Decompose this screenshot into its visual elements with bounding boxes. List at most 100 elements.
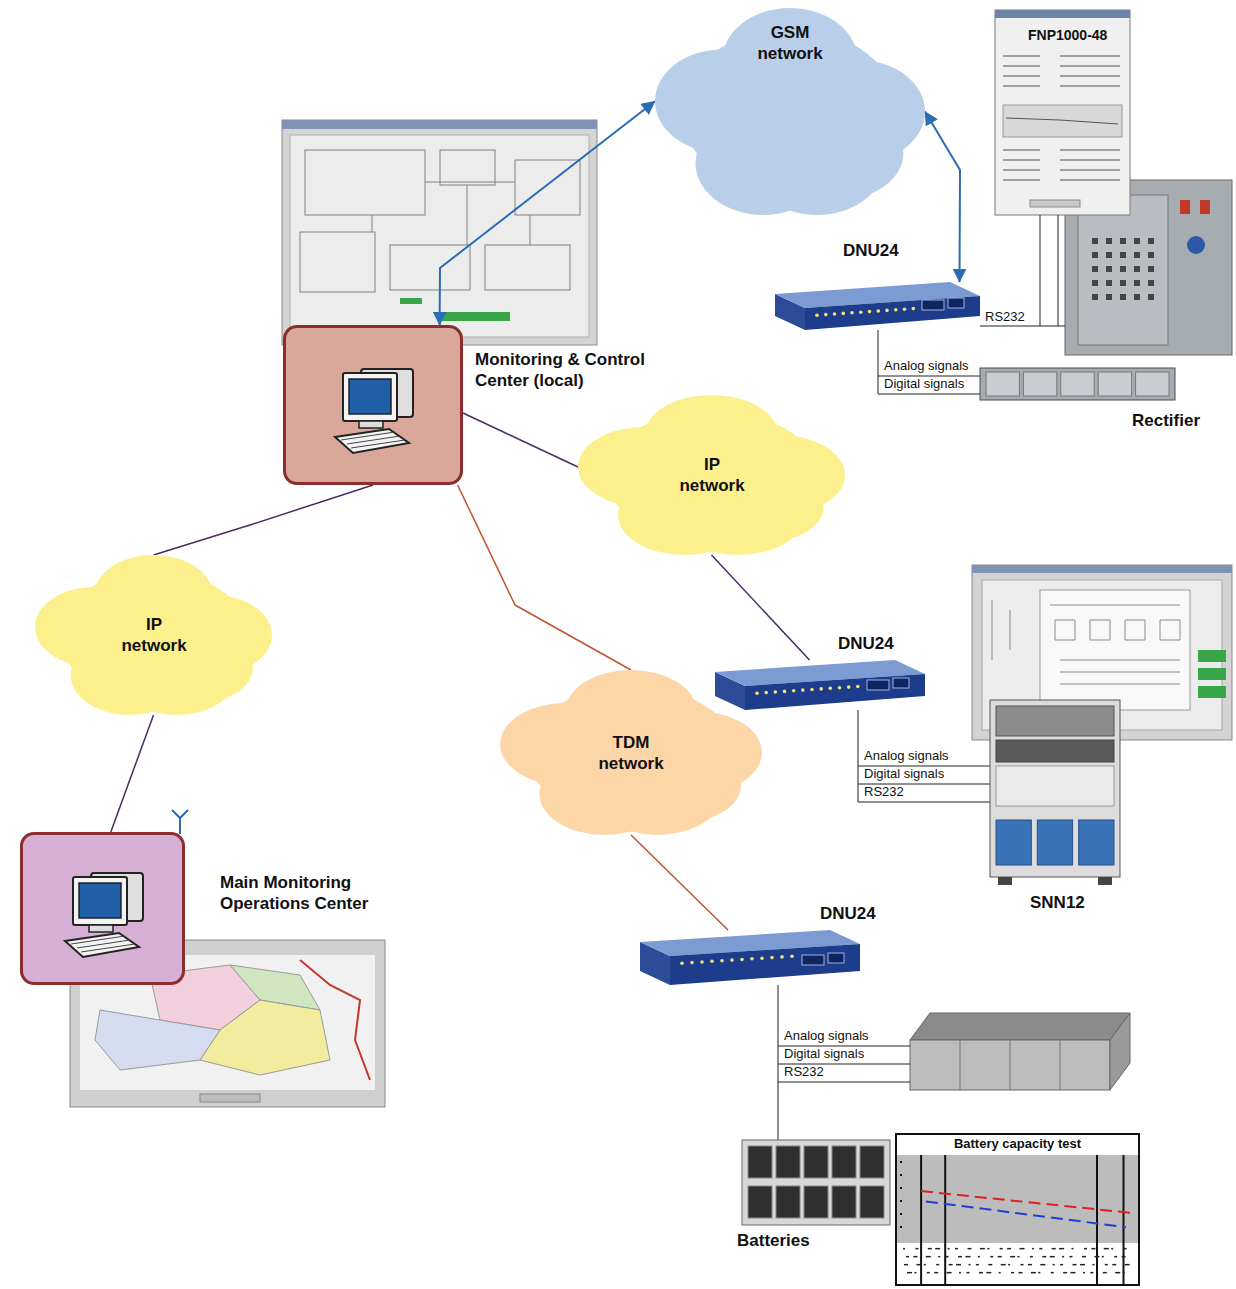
monitor-stand <box>359 421 383 428</box>
battery-shelf <box>910 1013 1130 1090</box>
voltage-trace <box>921 1191 1133 1213</box>
cabinet-foot <box>998 877 1012 885</box>
table-mark <box>1090 1272 1093 1274</box>
table-mark <box>990 1256 993 1258</box>
status-led <box>850 311 854 315</box>
cabinet-body <box>990 700 1120 877</box>
diagram-block <box>440 150 495 185</box>
signal-label: Digital signals <box>864 766 944 781</box>
table-mark <box>1053 1264 1055 1266</box>
table-mark <box>1111 1248 1113 1250</box>
table-mark <box>986 1272 991 1274</box>
dnu24-unit: DNU24 <box>715 660 925 710</box>
keyboard <box>335 429 409 453</box>
status-led <box>760 956 764 960</box>
battery-block <box>1079 820 1114 865</box>
text-group: IP network <box>114 614 194 656</box>
status-led <box>868 310 872 314</box>
table-mark <box>1071 1272 1076 1274</box>
diagram-wire <box>372 182 530 245</box>
dnu24-unit: DNU24 <box>640 930 860 985</box>
table-mark <box>988 1264 992 1266</box>
status-led <box>833 312 837 316</box>
dnu24-device <box>715 660 925 710</box>
node-label: Monitoring & Control Center (local) <box>475 349 690 391</box>
table-mark <box>1063 1272 1067 1274</box>
rectifier-module <box>1098 372 1131 396</box>
axis-tick <box>900 1226 902 1228</box>
node-label: DNU24 <box>820 903 876 924</box>
table-mark <box>907 1272 912 1274</box>
node-label: Rectifier <box>1132 410 1200 431</box>
status-button <box>1198 650 1226 662</box>
text-group: TDM network <box>591 732 671 774</box>
network-link <box>712 555 810 660</box>
table-mark <box>924 1264 926 1266</box>
table-mark <box>1080 1264 1085 1266</box>
status-led <box>824 313 828 317</box>
rectifier-module <box>1023 372 1056 396</box>
table-mark <box>914 1272 916 1274</box>
wire <box>878 330 980 394</box>
cabinet-switch <box>1180 200 1190 214</box>
battery-rack-drawing <box>742 1140 890 1225</box>
tdm-network-cloud: TDM network <box>500 670 762 835</box>
text-group: DNU24 <box>838 633 894 654</box>
signal-label: RS232 <box>864 784 904 799</box>
device-port <box>828 953 844 963</box>
status-led <box>783 690 787 694</box>
rectifier-module <box>1136 372 1169 396</box>
battery-cell <box>860 1146 884 1178</box>
table-mark <box>1018 1256 1020 1258</box>
operations-center-box: Main Monitoring Operations Center <box>20 832 185 985</box>
keyboard <box>65 933 139 957</box>
battery-cell <box>832 1146 856 1178</box>
status-button <box>1198 668 1226 680</box>
rectifier-device <box>980 368 1175 400</box>
status-led <box>740 958 744 962</box>
network-link <box>154 485 374 555</box>
device-front <box>805 296 980 330</box>
status-led <box>764 691 768 695</box>
table-mark <box>1082 1256 1086 1258</box>
monitor-screen <box>79 883 121 918</box>
status-led <box>770 956 774 960</box>
table-mark <box>1091 1248 1095 1250</box>
table-mark <box>1084 1248 1087 1250</box>
table-mark <box>968 1248 972 1250</box>
status-led <box>792 689 796 693</box>
table-mark <box>1040 1264 1045 1266</box>
table-mark <box>934 1272 938 1274</box>
cabinet-badge <box>1187 236 1205 254</box>
wire <box>980 215 1065 326</box>
axis-tick <box>900 1161 902 1163</box>
ip-network-cloud: IP network <box>578 395 845 555</box>
diagram-block <box>485 245 570 290</box>
status-led <box>885 309 889 313</box>
cloud-shape <box>500 670 762 835</box>
table-mark <box>903 1248 905 1250</box>
status-led <box>790 955 794 959</box>
table-mark <box>1031 1272 1036 1274</box>
table-mark <box>936 1264 939 1266</box>
device-port <box>802 955 824 965</box>
device-port <box>867 680 889 690</box>
cabinet-switch <box>1200 200 1210 214</box>
screen-frame <box>972 565 1232 740</box>
table-mark <box>1032 1248 1034 1250</box>
status-led <box>780 955 784 959</box>
table-mark <box>1059 1248 1064 1250</box>
status-led <box>801 688 805 692</box>
antenna-symbol <box>172 810 188 834</box>
battery-block <box>996 820 1031 865</box>
node-label: Batteries <box>737 1230 810 1251</box>
map-region <box>95 1010 220 1070</box>
status-led <box>859 310 863 314</box>
table-mark <box>948 1248 950 1250</box>
text-group: Battery capacity test <box>897 1136 1138 1152</box>
table-mark <box>947 1272 952 1274</box>
computer-icon <box>329 361 417 449</box>
text-group: Monitoring & Control Center (local) <box>475 349 690 391</box>
device-port <box>922 300 944 310</box>
text-group: Rectifier <box>1132 410 1200 431</box>
